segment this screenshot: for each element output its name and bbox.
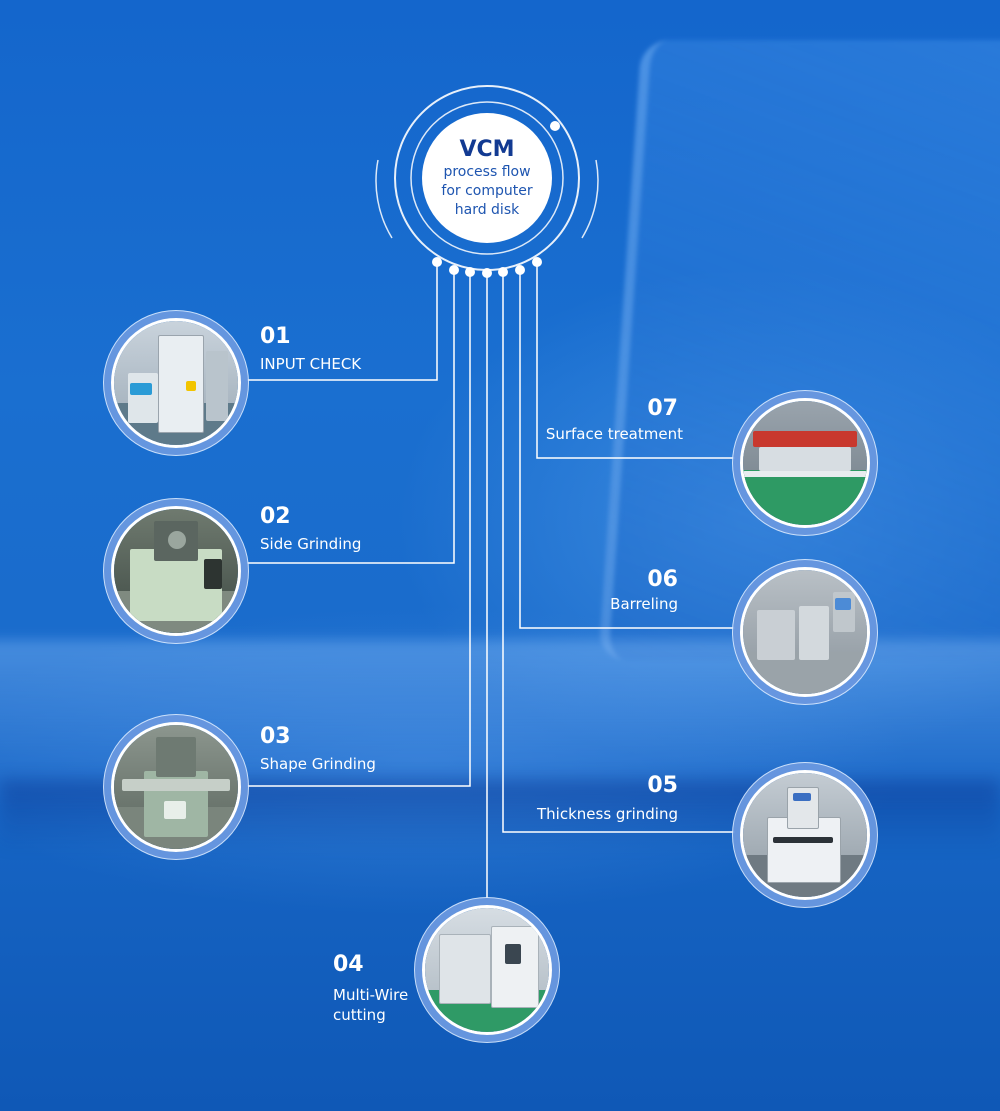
step-02-photo (111, 506, 241, 636)
step-07-label: Surface treatment (545, 425, 683, 443)
connector-05 (502, 272, 735, 833)
step-04-number: 04 (333, 952, 364, 977)
step-06-label: Barreling (610, 595, 678, 613)
step-02-label: Side Grinding (260, 535, 362, 553)
hub-arc-left (375, 159, 393, 239)
step-02-number: 02 (260, 504, 291, 529)
node-dot-02 (449, 265, 459, 275)
step-06-photo (740, 567, 870, 697)
hub-line-2: for computer (441, 182, 533, 199)
step-07-photo (740, 398, 870, 528)
hub-circle: VCM process flow for computer hard disk (422, 113, 552, 243)
step-04-photo (422, 905, 552, 1035)
step-05-label: Thickness grinding (537, 805, 678, 823)
step-03-photo (111, 722, 241, 852)
step-04-label-line-2: cutting (333, 1006, 386, 1024)
step-01-label: INPUT CHECK (260, 355, 362, 373)
connector-02 (247, 270, 455, 564)
node-dot-01 (432, 257, 442, 267)
node-dot-06 (515, 265, 525, 275)
connector-07 (536, 262, 735, 459)
hub-line-1: process flow (443, 163, 531, 180)
node-dot-03 (465, 267, 475, 277)
step-01-photo (111, 318, 241, 448)
connector-01 (247, 262, 438, 381)
step-06-number: 06 (647, 567, 678, 592)
connector-03 (247, 272, 471, 787)
step-07-number: 07 (647, 396, 678, 421)
step-01-number: 01 (260, 324, 291, 349)
node-dot-05 (498, 267, 508, 277)
hub-ring-dot (550, 121, 560, 131)
step-04-label-line-1: Multi-Wire (333, 986, 409, 1004)
hub-title: VCM (459, 136, 515, 162)
step-05-photo (740, 770, 870, 900)
hub-line-3: hard disk (454, 201, 520, 218)
node-dot-07 (532, 257, 542, 267)
connector-06 (519, 270, 735, 629)
hub-ring-inner (410, 101, 564, 255)
step-03-number: 03 (260, 724, 291, 749)
step-03-label: Shape Grinding (260, 755, 376, 773)
node-dot-04 (482, 268, 492, 278)
step-05-number: 05 (647, 773, 678, 798)
hub-arc-right (581, 159, 599, 239)
